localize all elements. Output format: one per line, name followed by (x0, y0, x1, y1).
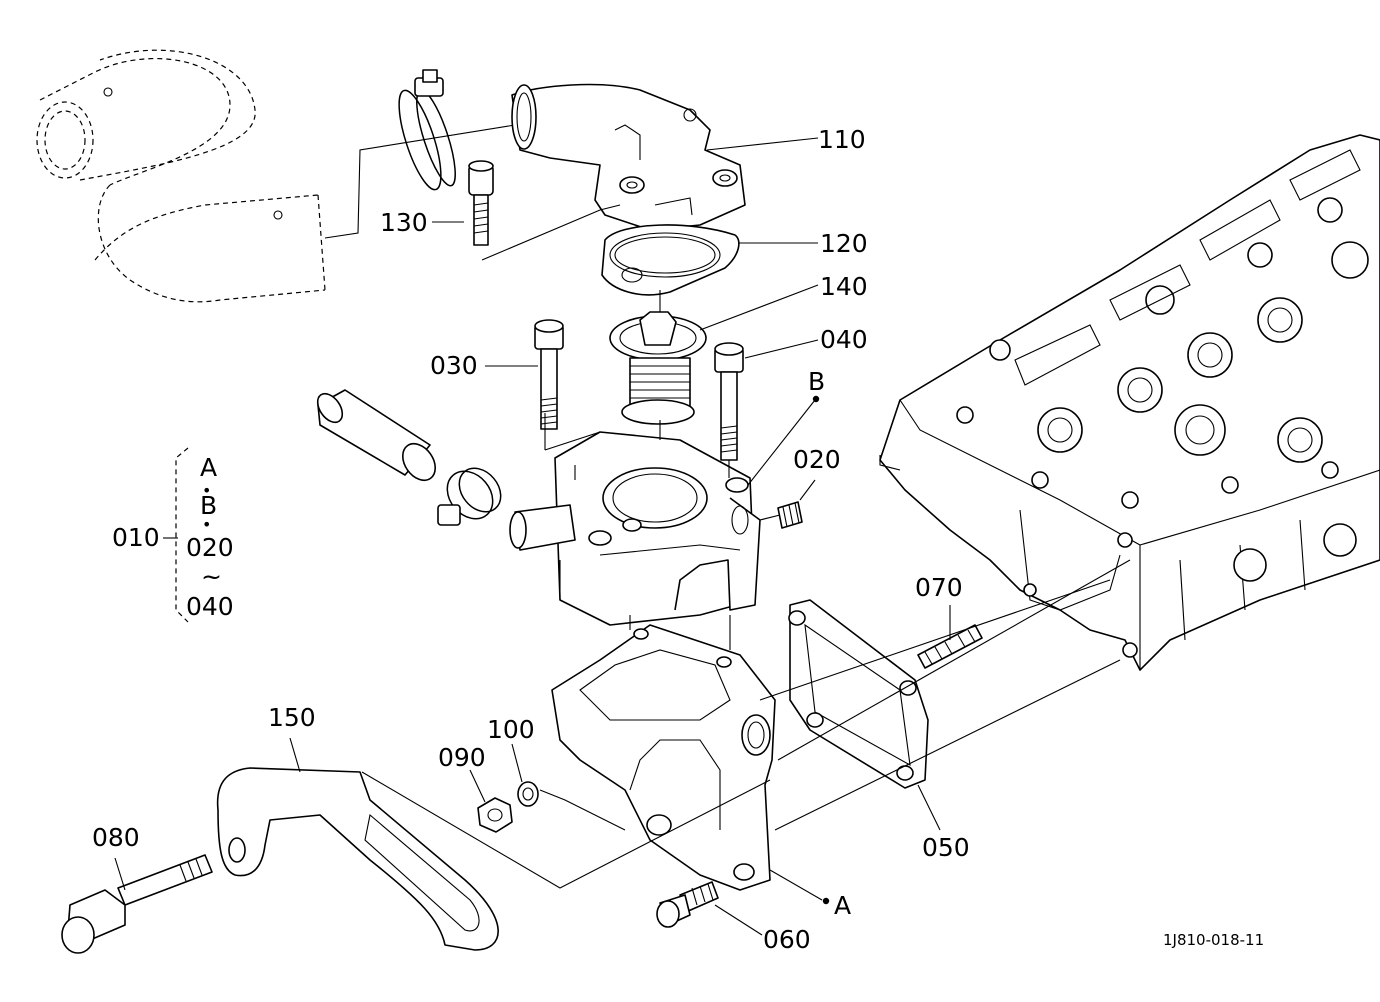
group-line-b: B (200, 491, 217, 520)
assembly-group-bracket (163, 447, 189, 623)
water-flange-110 (511, 83, 819, 231)
stud-070 (917, 605, 983, 669)
label-130: 130 (380, 208, 428, 237)
label-090: 090 (438, 743, 486, 772)
assembly-leaders (361, 290, 1131, 889)
group-dot-1: • (202, 481, 211, 500)
bypass-pipe (316, 389, 502, 526)
bolt-060 (656, 881, 763, 936)
hose-clamp-top (398, 69, 456, 191)
nut-090 (469, 769, 513, 833)
bolt-030 (485, 319, 564, 430)
coolant-hose (36, 49, 516, 303)
label-110: 110 (818, 125, 866, 154)
washer-100 (511, 743, 539, 807)
bolt-130 (432, 160, 621, 261)
label-120: 120 (820, 229, 868, 258)
cylinder-head (879, 134, 1380, 671)
ref-dot-a (822, 897, 830, 905)
bracket-150 (216, 737, 499, 951)
group-tilde: ~ (201, 562, 222, 591)
gasket-120 (601, 224, 818, 296)
group-line-040: 040 (186, 592, 234, 621)
bolt-040 (714, 339, 819, 461)
group-line-a: A (200, 453, 217, 482)
plug-020 (731, 479, 816, 535)
label-a: A (834, 891, 851, 920)
label-020: 020 (793, 445, 841, 474)
drawing-code: 1J810-018-11 (1163, 931, 1264, 949)
ref-dot-b (812, 395, 820, 403)
label-080: 080 (92, 823, 140, 852)
label-100: 100 (487, 715, 535, 744)
pump-body (551, 624, 823, 901)
label-010: 010 (112, 523, 160, 552)
label-070: 070 (915, 573, 963, 602)
label-b: B (808, 367, 825, 396)
label-060: 060 (763, 925, 811, 954)
bolt-080 (61, 854, 213, 954)
group-line-020: 020 (186, 533, 234, 562)
thermostat-housing-010 (509, 399, 816, 626)
label-150: 150 (268, 703, 316, 732)
gasket-050 (788, 599, 941, 831)
label-140: 140 (820, 272, 868, 301)
group-dot-2: • (202, 515, 211, 534)
label-040: 040 (820, 325, 868, 354)
thermostat-140 (609, 284, 819, 425)
label-050: 050 (922, 833, 970, 862)
label-030: 030 (430, 351, 478, 380)
